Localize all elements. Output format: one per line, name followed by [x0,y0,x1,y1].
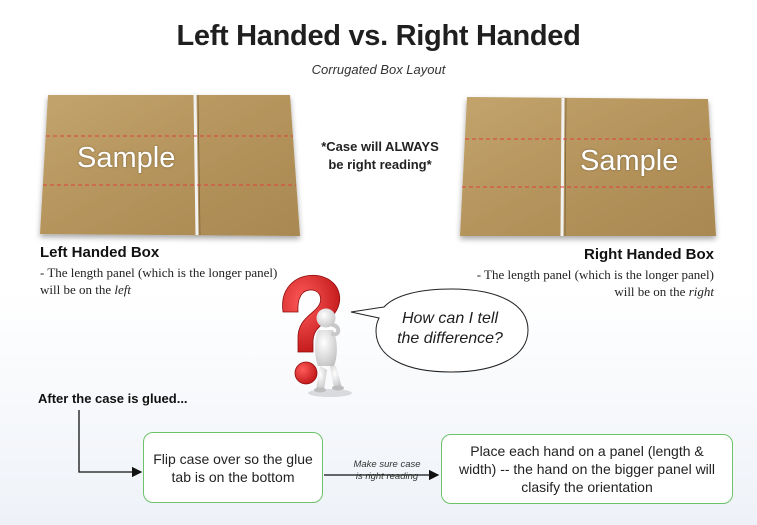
bubble-line-2: the difference? [397,330,503,347]
thinking-person-icon [308,308,352,397]
left-box-description-emphasis: left [114,282,131,297]
arrow-note: Make sure case is right reading [332,459,442,483]
right-box-description-text: - The length panel (which is the longer … [476,267,714,299]
left-box-panel [40,94,300,236]
speech-bubble-text: How can I tell the difference? [380,309,520,349]
right-box-label: Right Handed Box [584,246,714,263]
right-box-description: - The length panel (which is the longer … [474,266,714,300]
page-title: Left Handed vs. Right Handed [176,20,581,52]
left-box-description: - The length panel (which is the longer … [40,264,280,298]
step-place-hands: Place each hand on a panel (length & wid… [441,434,733,504]
left-box-description-text: - The length panel (which is the longer … [40,265,278,297]
process-heading: After the case is glued... [38,391,188,406]
question-mark-icon [282,274,341,385]
arrow-note-line-1: Make sure case [353,459,421,470]
left-box-label: Left Handed Box [40,244,160,261]
left-box-sample-text: Sample [77,142,176,174]
right-reading-note: *Case will ALWAYS be right reading* [300,138,460,174]
flow-arrows [78,410,440,481]
arrow-note-line-2: is right reading [355,471,419,482]
right-box-sample-text: Sample [580,145,679,177]
step-flip-case-text: Flip case over so the glue tab is on the… [153,450,313,485]
step-place-hands-text: Place each hand on a panel (length & wid… [458,443,716,495]
bubble-line-1: How can I tell [401,310,499,327]
note-line-1: *Case will ALWAYS [321,139,439,154]
speech-bubble [350,288,529,373]
note-line-2: be right reading* [328,157,432,172]
right-box-panel [460,97,716,237]
right-box-description-emphasis: right [688,284,714,299]
step-flip-case: Flip case over so the glue tab is on the… [143,432,323,503]
page-subtitle: Corrugated Box Layout [311,62,446,77]
